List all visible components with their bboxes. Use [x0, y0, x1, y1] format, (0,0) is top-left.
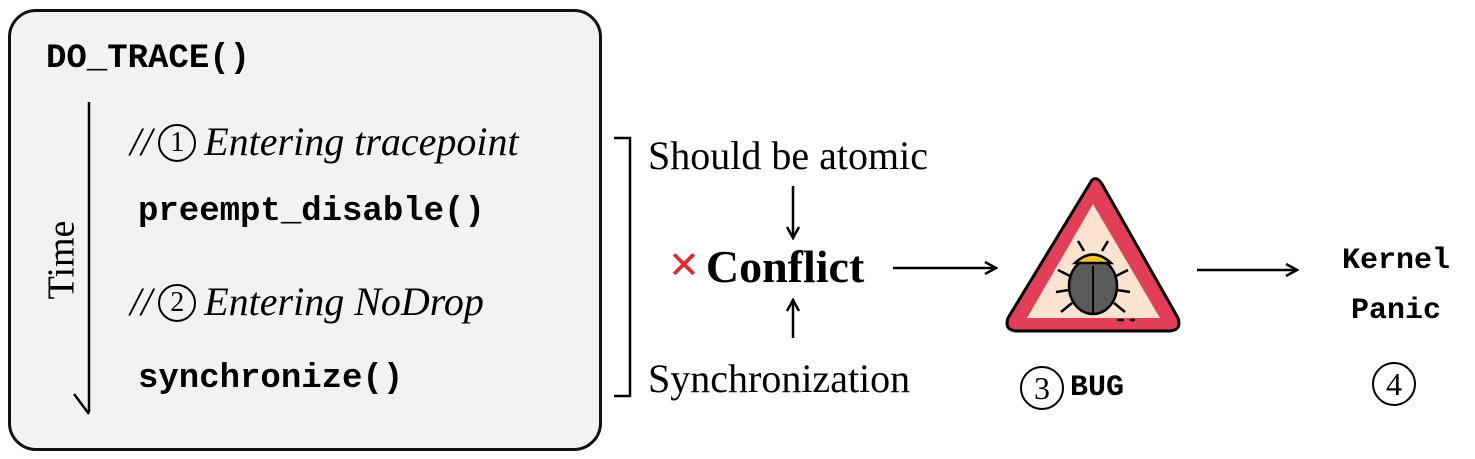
step-2-statement: synchronize(): [138, 360, 404, 398]
time-arrow-head: [73, 393, 90, 415]
conflict-label: ✕Conflict: [668, 240, 864, 293]
conflict-text: Conflict: [705, 241, 865, 292]
step-1-statement: preempt_disable(): [138, 193, 485, 231]
atomic-note: Should be atomic: [648, 133, 928, 178]
kernel-panic-line2: Panic: [1350, 294, 1441, 328]
bug-number: 3: [1020, 366, 1064, 410]
kernel-panic-line1: Kernel: [1341, 244, 1451, 278]
bug-warning-icon: [1005, 177, 1181, 333]
comment-prefix: //: [130, 119, 153, 164]
cross-icon: ✕: [668, 243, 700, 287]
comment-prefix: //: [130, 279, 153, 324]
step-1-number: 1: [158, 124, 197, 162]
step-2-comment-text: Entering NoDrop: [204, 279, 484, 324]
function-name: DO_TRACE(): [46, 40, 251, 78]
synchronization-note: Synchronization: [648, 356, 911, 401]
bug-text: BUG: [1070, 371, 1125, 405]
panic-number: 4: [1372, 362, 1416, 406]
scope-bracket: [614, 136, 632, 398]
code-block: [8, 9, 602, 451]
panic-number-wrap: 4: [1372, 362, 1416, 406]
kernel-panic-label: Kernel Panic: [1318, 236, 1474, 336]
step-1-comment-text: Entering tracepoint: [204, 119, 519, 164]
step-2-number: 2: [158, 284, 197, 322]
